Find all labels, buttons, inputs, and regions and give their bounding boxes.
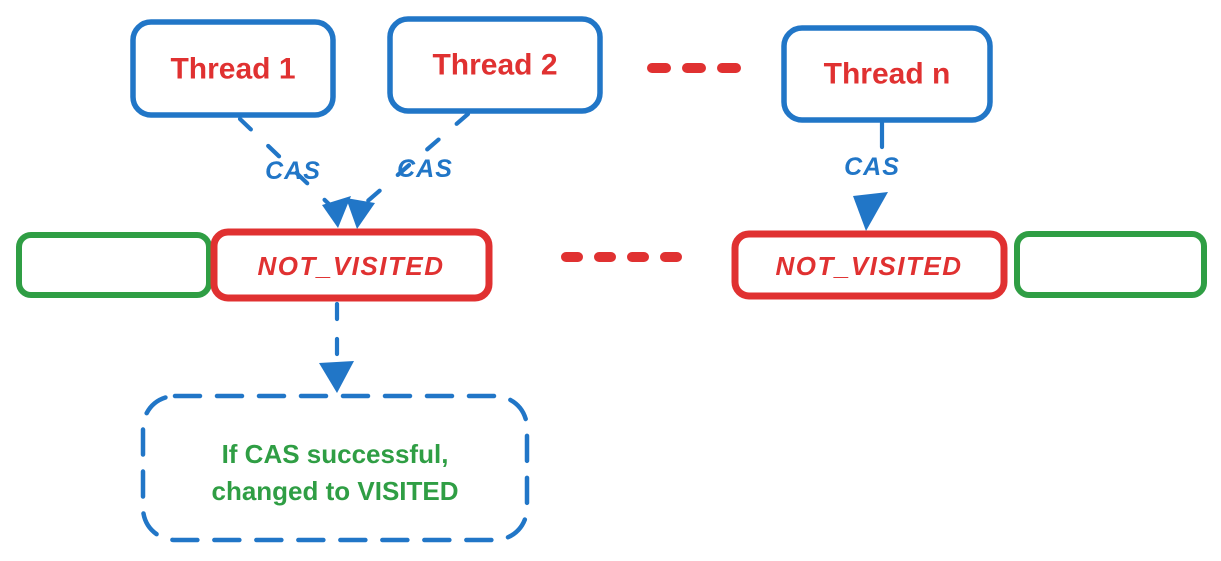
thread-2-label: Thread 2 <box>432 49 557 82</box>
cell-not-visited-2 <box>731 230 1008 300</box>
thread-2-box <box>387 16 603 114</box>
arrowhead-thread1-icon <box>322 196 351 228</box>
thread-1-label: Thread 1 <box>170 53 295 86</box>
cell-right-empty <box>1014 231 1207 298</box>
thread-n-label: Thread n <box>824 58 951 91</box>
cas-label-1: CAS <box>265 157 321 185</box>
cell-not-visited-1 <box>210 228 493 302</box>
note-line-2: changed to VISITED <box>211 476 458 506</box>
arrowhead-thread2-icon <box>346 198 375 229</box>
cell-left-empty <box>16 232 212 298</box>
arrowhead-thread-n-icon <box>853 192 888 231</box>
thread-n-box <box>781 25 993 123</box>
thread-1-box <box>130 19 336 118</box>
cell-not-visited-1-label: NOT_VISITED <box>258 251 445 281</box>
cas-label-n: CAS <box>844 153 900 181</box>
cas-arrow-thread2 <box>359 111 471 209</box>
arrowhead-note-icon <box>319 361 354 393</box>
cell-not-visited-2-label: NOT_VISITED <box>776 251 963 281</box>
note-line-1: If CAS successful, <box>222 439 449 469</box>
cas-label-2: CAS <box>397 155 453 183</box>
